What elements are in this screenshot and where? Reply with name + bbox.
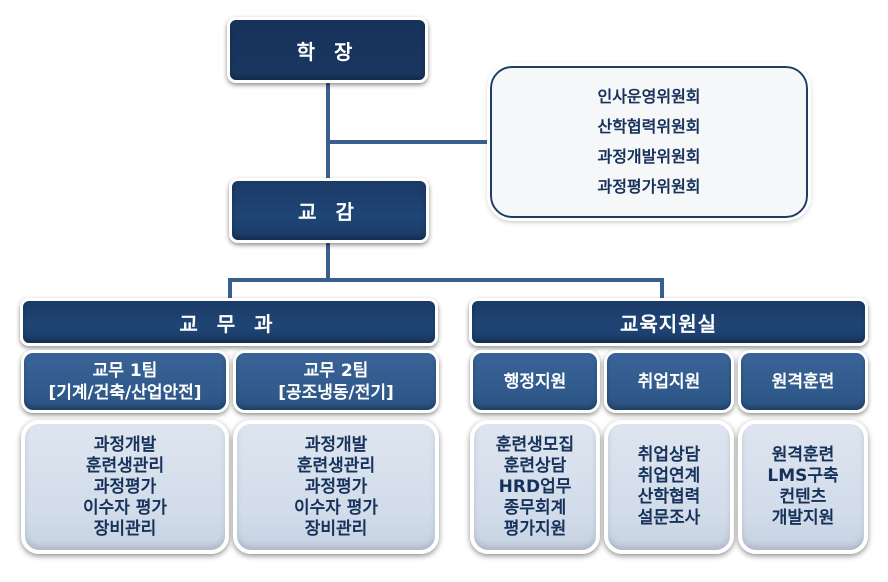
academic-team-1-box: 교무 1팀 [기계/건축/산업안전] [21,350,229,413]
duty-item: 과정개발 [304,434,368,455]
team-title: 행정지원 [503,371,567,392]
duty-item: 취업상담 [637,445,701,465]
committee-item: 인사운영위원회 [597,87,701,106]
support-team-admin-duties: 훈련생모집 훈련상담 HRD업무 종무회계 평가지원 [470,420,600,554]
team-title: 취업지원 [637,371,701,392]
duty-item: LMS구축 [767,466,839,486]
duty-item: 원격훈련 [771,445,835,465]
duty-item: 훈련상담 [503,455,567,476]
duty-item: 산학협력 [637,487,701,507]
committee-item: 과정평가위원회 [597,177,701,196]
duty-item: 컨텐츠 [779,487,827,507]
duty-item: 이수자 평가 [82,497,168,518]
team-title: 원격훈련 [771,371,835,392]
duty-item: HRD업무 [498,476,572,497]
team-subtitle: [기계/건축/산업안전] [48,382,202,403]
academic-team-1-duties: 과정개발 훈련생관리 과정평가 이수자 평가 장비관리 [21,420,229,554]
academic-team-2-duties: 과정개발 훈련생관리 과정평가 이수자 평가 장비관리 [233,420,439,554]
duty-item: 과정평가 [93,476,157,497]
duty-item: 설문조사 [637,508,701,528]
academic-affairs-label: 교 무 과 [179,311,279,336]
duty-item: 종무회계 [503,497,567,518]
duty-item: 장비관리 [93,518,157,539]
connector-vice-down [326,240,330,280]
support-team-remote-duties: 원격훈련 LMS구축 컨텐츠 개발지원 [738,420,868,554]
connector-support [660,278,664,302]
duty-item: 장비관리 [304,518,368,539]
duty-item: 과정평가 [304,476,368,497]
duty-item: 취업연계 [637,466,701,486]
duty-item: 훈련생관리 [296,455,376,476]
principal-label: 학 장 [296,39,359,64]
duty-item: 평가지원 [503,518,567,539]
support-team-admin-box: 행정지원 [470,350,600,413]
academic-team-2-box: 교무 2팀 [공조냉동/전기] [233,350,439,413]
duty-item: 훈련생관리 [85,455,165,476]
academic-affairs-box: 교 무 과 [20,298,438,346]
principal-box: 학 장 [227,17,428,83]
connector-academic [228,278,232,302]
duty-item: 개발지원 [771,508,835,528]
support-team-remote-box: 원격훈련 [738,350,868,413]
connector-committee [326,140,490,144]
committee-item: 과정개발위원회 [597,147,701,166]
vice-principal-box: 교 감 [229,178,429,243]
education-support-box: 교육지원실 [469,298,868,346]
duty-item: 훈련생모집 [495,434,575,455]
team-subtitle: [공조냉동/전기] [278,382,394,403]
connector-principal-vice [326,82,330,182]
education-support-label: 교육지원실 [620,311,717,336]
support-team-employment-duties: 취업상담 취업연계 산학협력 설문조사 [604,420,734,554]
support-team-employment-box: 취업지원 [604,350,734,413]
team-title: 교무 2팀 [303,360,369,381]
team-title: 교무 1팀 [92,360,158,381]
vice-principal-label: 교 감 [298,200,360,224]
connector-horizontal [228,278,664,282]
duty-item: 과정개발 [93,434,157,455]
committee-item: 산학협력위원회 [597,117,701,136]
committees-box: 인사운영위원회 산학협력위원회 과정개발위원회 과정평가위원회 [487,63,811,221]
duty-item: 이수자 평가 [293,497,379,518]
